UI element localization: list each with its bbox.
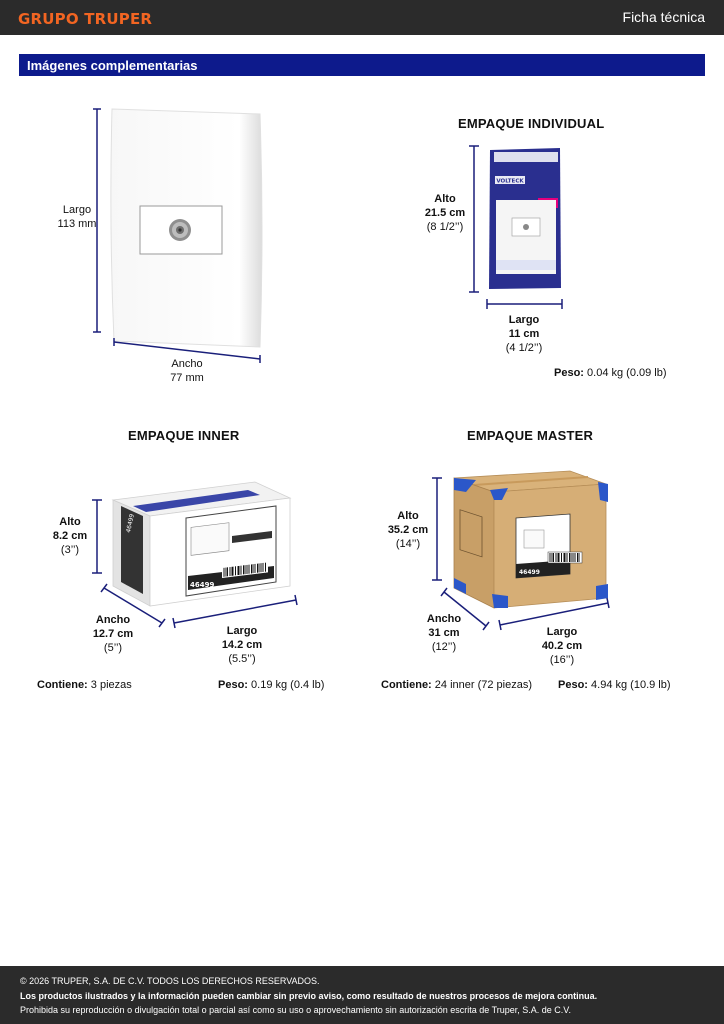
- inner-peso-label: Peso:: [218, 679, 248, 691]
- master-alto-cm: 35.2 cm: [387, 524, 429, 536]
- inner-contiene-label: Contiene:: [37, 679, 88, 691]
- inner-ancho-label: Ancho 12.7 cm (5’’): [89, 613, 137, 655]
- individual-largo-label: Largo 11 cm (4 1/2’’): [499, 313, 549, 355]
- product-largo-value: 113 mm: [57, 218, 97, 230]
- master-contiene-value: 24 inner (72 piezas): [434, 679, 533, 691]
- product-ancho-label: Ancho 77 mm: [160, 357, 214, 385]
- inner-box-side-code: 46499: [125, 513, 136, 533]
- master-largo-title: Largo: [546, 626, 578, 638]
- footer: © 2026 TRUPER, S.A. DE C.V. TODOS LOS DE…: [0, 966, 724, 1024]
- footer-prohibition: Prohibida su reproducción o divulgación …: [20, 1005, 571, 1015]
- individual-alto-label: Alto 21.5 cm (8 1/2’’): [422, 192, 468, 234]
- product-ancho-value: 77 mm: [170, 372, 204, 384]
- master-contiene: Contiene: 24 inner (72 piezas): [381, 679, 532, 691]
- master-peso-value: 4.94 kg (10.9 lb): [591, 679, 671, 691]
- master-box-code: 46499: [519, 569, 540, 576]
- inner-largo-title: Largo: [226, 625, 258, 637]
- individual-largo-in: (4 1/2’’): [505, 342, 543, 354]
- master-ancho-label: Ancho 31 cm (12’’): [421, 612, 467, 654]
- inner-ancho-title: Ancho: [95, 614, 131, 626]
- volteck-brand-mark: VOLTECK: [496, 179, 524, 185]
- product-largo-title: Largo: [62, 204, 92, 216]
- inner-ancho-cm: 12.7 cm: [92, 628, 134, 640]
- inner-ancho-in: (5’’): [103, 642, 123, 654]
- individual-heading: EMPAQUE INDIVIDUAL: [458, 116, 605, 131]
- wall-plate-illustration: [93, 108, 263, 363]
- inner-contiene-value: 3 piezas: [90, 679, 132, 691]
- inner-alto-in: (3’’): [60, 544, 80, 556]
- individual-alto-in: (8 1/2’’): [426, 221, 464, 233]
- inner-peso: Peso: 0.19 kg (0.4 lb): [218, 679, 324, 691]
- individual-peso-value: 0.04 kg (0.09 lb): [587, 367, 667, 379]
- master-heading: EMPAQUE MASTER: [467, 428, 594, 443]
- master-alto-in: (14’’): [395, 538, 421, 550]
- inner-largo-in: (5.5’’): [228, 653, 256, 665]
- inner-box-illustration: 46499 46499: [92, 481, 298, 629]
- master-alto-label: Alto 35.2 cm (14’’): [384, 509, 432, 551]
- footer-copyright: © 2026 TRUPER, S.A. DE C.V. TODOS LOS DE…: [20, 976, 320, 986]
- blister-package-illustration: VOLTECK: [469, 145, 563, 309]
- inner-heading: EMPAQUE INNER: [128, 428, 240, 443]
- inner-contiene: Contiene: 3 piezas: [37, 679, 132, 691]
- individual-largo-cm: 11 cm: [508, 328, 540, 340]
- master-ancho-cm: 31 cm: [428, 627, 460, 639]
- individual-largo-title: Largo: [508, 314, 540, 326]
- master-ancho-title: Ancho: [426, 613, 462, 625]
- inner-alto-label: Alto 8.2 cm (3’’): [48, 515, 92, 557]
- master-largo-in: (16’’): [549, 654, 575, 666]
- master-largo-cm: 40.2 cm: [541, 640, 583, 652]
- inner-peso-value: 0.19 kg (0.4 lb): [251, 679, 325, 691]
- individual-peso: Peso: 0.04 kg (0.09 lb): [554, 367, 667, 379]
- inner-largo-label: Largo 14.2 cm (5.5’’): [217, 624, 267, 666]
- product-largo-label: Largo 113 mm: [52, 203, 102, 231]
- document-type-label: Ficha técnica: [622, 9, 705, 25]
- inner-alto-title: Alto: [59, 516, 81, 528]
- section-header-bar: Imágenes complementarias: [19, 54, 705, 76]
- master-contiene-label: Contiene:: [381, 679, 432, 691]
- individual-alto-title: Alto: [434, 193, 456, 205]
- individual-peso-label: Peso:: [554, 367, 584, 379]
- master-ancho-in: (12’’): [431, 641, 457, 653]
- individual-alto-cm: 21.5 cm: [424, 207, 466, 219]
- master-box-illustration: 46499: [432, 470, 610, 631]
- top-bar: GRUPO TRUPER Ficha técnica: [0, 0, 724, 35]
- product-ancho-title: Ancho: [171, 358, 203, 370]
- footer-notice: Los productos ilustrados y la informació…: [20, 991, 598, 1001]
- master-alto-title: Alto: [397, 510, 419, 522]
- master-peso-label: Peso:: [558, 679, 588, 691]
- section-title: Imágenes complementarias: [27, 58, 198, 73]
- inner-alto-cm: 8.2 cm: [52, 530, 88, 542]
- master-largo-label: Largo 40.2 cm (16’’): [536, 625, 588, 667]
- inner-box-front-code: 46499: [190, 581, 214, 589]
- inner-largo-cm: 14.2 cm: [221, 639, 263, 651]
- grupo-truper-logo: GRUPO TRUPER: [18, 10, 153, 28]
- master-peso: Peso: 4.94 kg (10.9 lb): [558, 679, 671, 691]
